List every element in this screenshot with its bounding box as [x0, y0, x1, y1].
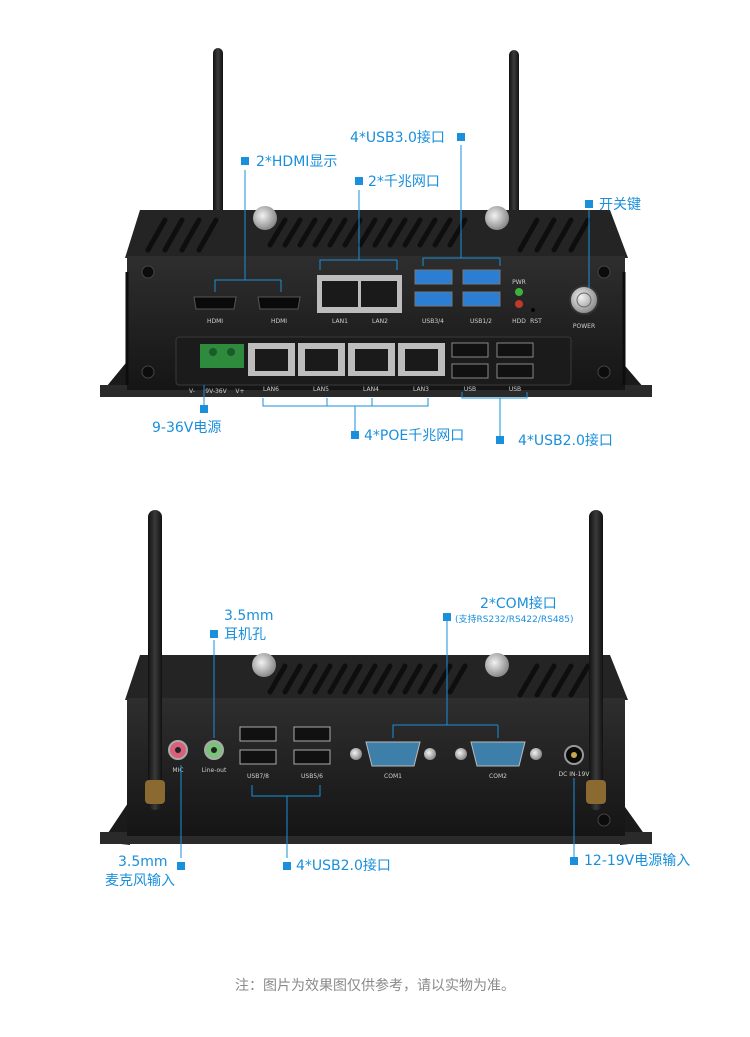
label-hdmi-2: HDMI: [271, 318, 287, 325]
callout-poe: 4*POE千兆网口: [364, 428, 465, 444]
label-power: POWER: [573, 323, 595, 330]
lan2-port: [361, 281, 397, 307]
usb2-port: [496, 363, 534, 379]
label-usb56: USB5/6: [301, 773, 323, 780]
front-device-image: HDMI HDMI LAN1 LAN2 USB3/4 USB1/2 PWR HD…: [100, 48, 652, 440]
antenna-right: [509, 50, 519, 218]
rear-device-image: MIC Line-out USB7/8 USB5/6 COM1 COM2 DC …: [100, 510, 652, 858]
label-hdd: HDD: [512, 318, 526, 325]
label-vplus: V+: [235, 388, 244, 395]
label-lan4: LAN4: [363, 386, 379, 393]
usb3-port: [462, 291, 501, 307]
usb2-port: [293, 726, 331, 742]
label-com1: COM1: [384, 773, 402, 780]
antenna-left: [148, 510, 162, 810]
label-rst: RST: [530, 318, 542, 325]
usb2-port: [239, 726, 277, 742]
callout-dc-rear: 12-19V电源输入: [584, 853, 691, 869]
callout-usb20-rear: 4*USB2.0接口: [296, 858, 391, 874]
dc-terminal: [200, 344, 244, 368]
callout-usb30: 4*USB3.0接口: [350, 130, 445, 146]
label-lan1: LAN1: [332, 318, 348, 325]
label-usb-b: USB: [509, 386, 521, 393]
com2-port: [455, 741, 542, 767]
label-pwr: PWR: [512, 279, 526, 286]
com1-port: [350, 741, 436, 767]
callout-usb20-front: 4*USB2.0接口: [518, 433, 613, 449]
hdd-led: [515, 300, 523, 308]
callout-power-key: 开关键: [599, 197, 641, 213]
label-usb78: USB7/8: [247, 773, 269, 780]
usb2-port: [496, 342, 534, 358]
label-usb34: USB3/4: [422, 318, 444, 325]
disclaimer-note: 注：图片为效果图仅供参考，请以实物为准。: [235, 978, 515, 994]
callout-jack-top-2: 耳机孔: [224, 627, 266, 643]
pwr-led: [515, 288, 523, 296]
label-com2: COM2: [489, 773, 507, 780]
usb2-port: [451, 363, 489, 379]
callout-mic-2: 麦克风输入: [105, 873, 175, 889]
usb2-port: [293, 749, 331, 765]
label-lan5: LAN5: [313, 386, 329, 393]
callout-com-sub: (支持RS232/RS422/RS485): [455, 615, 574, 625]
callout-mic-1: 3.5mm: [118, 854, 168, 870]
lan1-port: [322, 281, 358, 307]
callout-gigabit: 2*千兆网口: [368, 174, 440, 190]
label-vrange: 9V-36V: [205, 388, 227, 395]
callout-jack-top-1: 3.5mm: [224, 608, 274, 624]
usb3-port: [414, 291, 453, 307]
hdmi-port-2: [257, 296, 301, 310]
label-usb-a: USB: [464, 386, 476, 393]
antenna-left: [213, 48, 223, 218]
usb2-port: [451, 342, 489, 358]
label-lan6: LAN6: [263, 386, 279, 393]
label-vminus: V-: [189, 388, 195, 395]
label-usb12: USB1/2: [470, 318, 492, 325]
label-lineout: Line-out: [202, 767, 227, 774]
callout-hdmi: 2*HDMI显示: [256, 154, 338, 170]
antenna-right: [589, 510, 603, 810]
usb3-port: [414, 269, 453, 285]
callout-dc-front: 9-36V电源: [152, 420, 222, 436]
usb3-port: [462, 269, 501, 285]
power-button[interactable]: [569, 285, 599, 315]
hdmi-port-1: [193, 296, 237, 310]
label-lan2: LAN2: [372, 318, 388, 325]
label-lan3: LAN3: [413, 386, 429, 393]
label-hdmi-1: HDMI: [207, 318, 223, 325]
label-mic: MIC: [172, 767, 183, 774]
label-dcin: DC IN-19V: [559, 771, 591, 778]
usb2-port: [239, 749, 277, 765]
callout-com: 2*COM接口: [480, 596, 557, 612]
